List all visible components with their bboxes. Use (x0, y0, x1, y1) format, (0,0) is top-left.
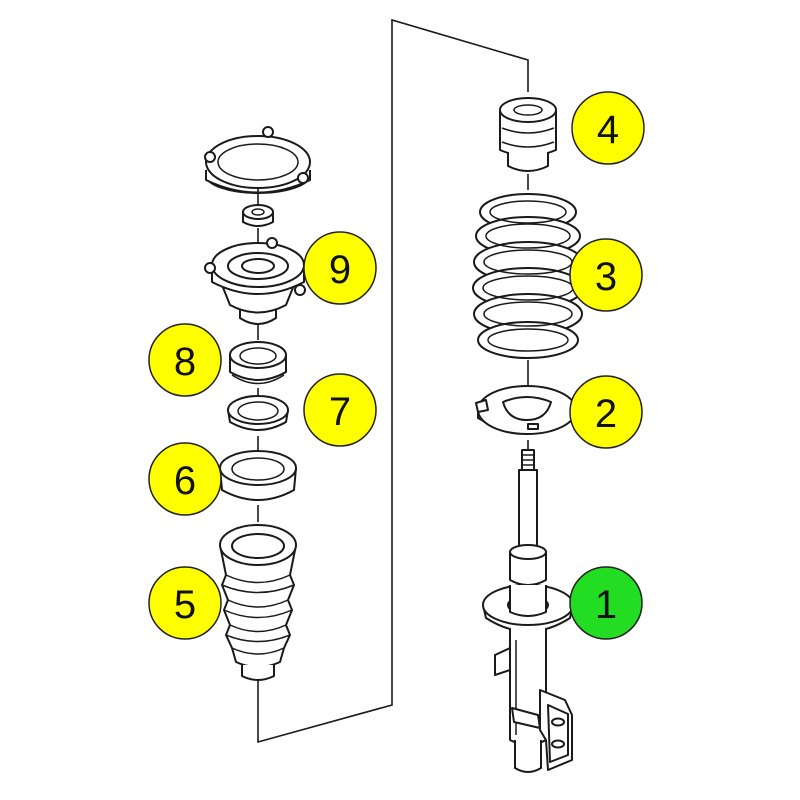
strut-part (482, 449, 574, 773)
top-cover-plate (204, 126, 311, 194)
assembly-leader-line (257, 18, 529, 744)
upper-spring-seat-part (499, 97, 557, 172)
washer-ring-part (227, 395, 289, 431)
callout-9: 9 (303, 231, 377, 305)
lower-spring-seat-part (475, 385, 577, 435)
callout-3: 3 (569, 238, 643, 312)
callout-7-label: 7 (329, 390, 351, 434)
callout-6-label: 6 (174, 459, 196, 503)
bearing-part (229, 341, 287, 385)
retaining-nut (242, 204, 274, 227)
callout-2-label: 2 (595, 392, 617, 436)
callout-1: 1 (569, 566, 643, 640)
callout-3-label: 3 (595, 255, 617, 299)
coil-spring-part (472, 193, 584, 359)
callout-8: 8 (148, 323, 222, 397)
callout-1-label: 1 (595, 583, 617, 627)
bump-stop-cup-part (219, 450, 297, 501)
callout-6: 6 (148, 442, 222, 516)
callout-5: 5 (148, 566, 222, 640)
bellows-part (219, 524, 297, 681)
callout-7: 7 (303, 373, 377, 447)
callout-2: 2 (569, 375, 643, 449)
callout-4-label: 4 (597, 108, 619, 152)
callout-4: 4 (571, 91, 645, 165)
callout-8-label: 8 (174, 340, 196, 384)
top-mount-part (204, 237, 306, 325)
callout-5-label: 5 (174, 583, 196, 627)
callout-9-label: 9 (329, 248, 351, 292)
